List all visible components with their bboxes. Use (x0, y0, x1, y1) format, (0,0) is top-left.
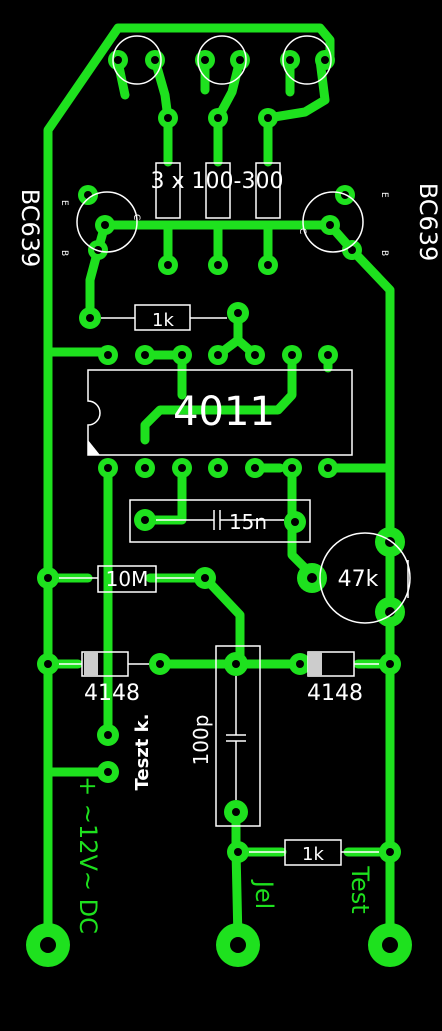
jel-label: Jel (250, 879, 278, 910)
diode-left-label: 4148 (84, 681, 140, 706)
r-10m-label: 10M (106, 567, 149, 591)
transistor-left-label: BC639 (16, 189, 44, 268)
transistor-right-label: BC639 (414, 183, 442, 262)
r-1k-bottom-label: 1k (302, 844, 324, 865)
cap-100p-label: 100p (189, 715, 213, 766)
pin-c-right: C (297, 228, 307, 234)
silkscreen (59, 35, 411, 866)
triple-resistor-label: 3 x 100-300 (151, 169, 284, 194)
pin-e-right: E (379, 192, 389, 198)
teszt-k-label: Teszt k. (132, 714, 153, 791)
pads (26, 50, 412, 967)
pin-b-left: B (59, 250, 69, 256)
labels: BC639 BC639 E C B E C B 3 x 100-300 1k 4… (16, 169, 442, 934)
power-label: + ~12V~ DC (74, 776, 102, 934)
ic-label: 4011 (173, 389, 275, 435)
cap-15n-label: 15n (229, 510, 267, 534)
test-label: Test (346, 865, 374, 913)
pot-47k-label: 47k (338, 567, 379, 592)
r-1k-top-label: 1k (152, 310, 174, 331)
pin-b-right: B (379, 250, 389, 256)
pin-e-left: E (59, 200, 69, 206)
diode-right-label: 4148 (307, 681, 363, 706)
pin-c-left: C (131, 214, 141, 220)
